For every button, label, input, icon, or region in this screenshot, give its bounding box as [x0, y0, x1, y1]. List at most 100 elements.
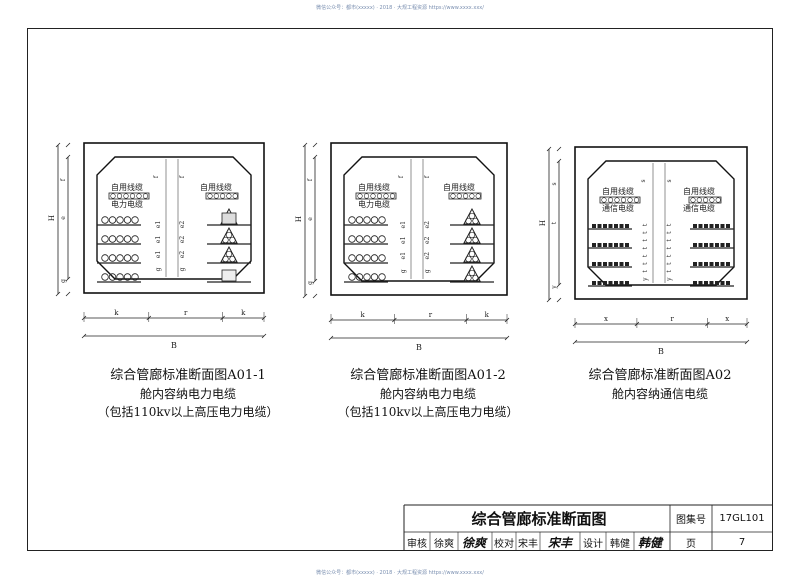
dim-tick — [65, 291, 71, 297]
watermark-top: 微信公众号：都市(xxxxx) · 2018 · 大规工程资源 https://… — [316, 5, 484, 11]
top-dim-left: s — [640, 179, 647, 182]
self-use-cable — [469, 193, 475, 199]
inner-dim-left: e1 — [400, 252, 407, 259]
inner-dim-left: t — [642, 239, 649, 242]
right-cable-label-2: 通信电缆 — [683, 203, 715, 213]
power-cable — [123, 273, 132, 281]
power-cable — [363, 235, 371, 243]
designer-name: 韩健 — [610, 538, 630, 550]
inner-dim-left: e1 — [155, 251, 162, 258]
self-use-cable — [450, 193, 456, 199]
inner-dim-right: e2 — [179, 251, 186, 259]
comm-cable — [597, 281, 602, 285]
vert-dim-mid: t — [551, 221, 558, 224]
power-cable — [108, 235, 117, 243]
comm-cable — [614, 224, 618, 228]
hv-cable — [472, 236, 479, 244]
atlas-number: 17GL101 — [719, 512, 765, 524]
self-use-cable — [357, 193, 363, 199]
comm-cable — [614, 243, 618, 247]
left-cable-label: 自用线缆 — [111, 182, 143, 192]
dim-tick — [504, 335, 510, 341]
comm-cable — [693, 262, 697, 266]
self-use-cable — [614, 197, 620, 203]
comm-cable — [603, 262, 607, 266]
self-use-cable — [702, 197, 709, 203]
trefoil-bracket — [220, 245, 238, 263]
width-dim-mid: r — [184, 309, 188, 317]
self-use-cable — [220, 193, 226, 199]
power-cable — [131, 235, 139, 243]
comm-cable — [608, 281, 613, 285]
inner-dim-left: t — [642, 254, 649, 257]
self-use-cable — [607, 197, 614, 203]
comm-cable — [592, 224, 596, 228]
hv-cable — [465, 255, 472, 263]
power-cable — [378, 254, 386, 262]
vert-dim-top: f — [60, 178, 67, 181]
section-subtitle-2: 舱内容纳电力电缆 — [379, 387, 476, 401]
self-use-cable-tray — [688, 196, 722, 204]
dim-tick — [65, 154, 71, 160]
comm-cable — [726, 262, 730, 266]
dim-tick — [312, 278, 318, 284]
width-dim-mid: r — [429, 311, 433, 319]
power-cable — [370, 254, 379, 262]
self-use-cable-tray — [355, 192, 397, 200]
power-cable — [101, 216, 109, 224]
comm-cable — [704, 224, 708, 228]
self-use-cable — [213, 193, 219, 199]
dim-tick — [55, 142, 61, 148]
width-dim-right: k — [485, 311, 490, 319]
inner-dim-right: g — [179, 267, 186, 271]
inner-dim-left: t — [642, 262, 649, 265]
inner-dim-right: e2 — [424, 252, 431, 260]
inner-dim-right: e2 — [424, 221, 431, 229]
power-cable — [131, 216, 139, 224]
power-cable — [348, 273, 356, 281]
width-dim-left: x — [604, 315, 608, 323]
self-use-cable — [389, 193, 396, 199]
hv-cable — [229, 236, 236, 244]
left-cable-label-2: 电力电缆 — [358, 199, 390, 209]
inner-dim-right: e2 — [424, 236, 431, 244]
top-dim-right: f — [179, 175, 186, 178]
power-cable — [378, 273, 386, 281]
comm-cable — [715, 243, 719, 247]
hv-cable-box — [221, 269, 237, 282]
inner-dim-left: e1 — [155, 221, 162, 228]
page-number: 7 — [738, 536, 746, 548]
comm-cable — [720, 243, 725, 247]
design-label: 设计 — [583, 538, 603, 550]
inner-dim-left: t — [642, 231, 649, 234]
power-cable — [123, 235, 132, 243]
power-cable — [123, 254, 132, 262]
hv-cable — [472, 255, 479, 263]
dim-tick — [556, 297, 562, 303]
comm-cable — [726, 224, 730, 228]
power-cable — [378, 235, 386, 243]
vert-dim-bottom: g — [60, 279, 67, 283]
comm-cable — [619, 224, 624, 228]
total-width-label: B — [416, 343, 422, 352]
hv-cable — [225, 250, 233, 258]
power-cable — [355, 235, 364, 243]
self-use-cable — [709, 197, 715, 203]
hv-cable — [229, 255, 236, 263]
dim-tick — [556, 146, 562, 152]
comm-cable — [603, 243, 607, 247]
left-cable-label-2: 电力电缆 — [111, 199, 143, 209]
comm-cable — [715, 281, 719, 285]
trefoil-bracket — [463, 264, 481, 282]
watermark-bottom: 微信公众号：都市(xxxxx) · 2018 · 大规工程资源 https://… — [316, 570, 484, 576]
self-use-cable — [226, 193, 232, 199]
inner-dim-left: t — [642, 223, 649, 226]
total-width-label: B — [658, 347, 664, 356]
vert-dim-mid: e — [60, 216, 67, 220]
drawing-frame — [27, 28, 773, 551]
comm-cable — [597, 262, 602, 266]
power-cable — [363, 273, 371, 281]
power-cable — [101, 254, 109, 262]
comm-cable — [625, 224, 629, 228]
comm-cable — [720, 281, 725, 285]
